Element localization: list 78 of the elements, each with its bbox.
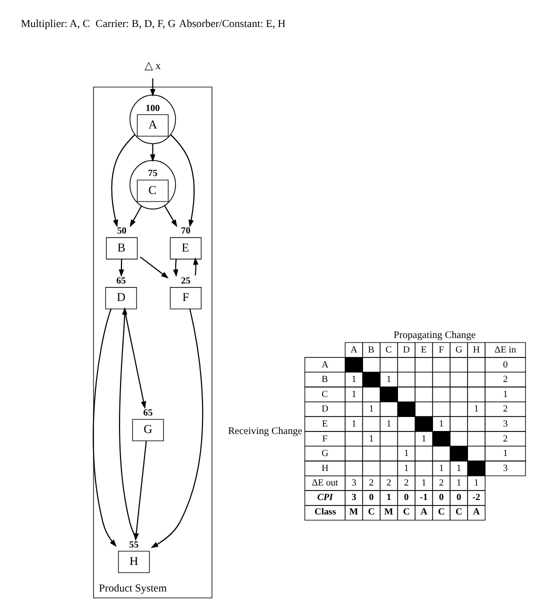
- label: 2: [502, 375, 508, 386]
- label: H: [473, 345, 480, 356]
- label: 0: [369, 492, 374, 503]
- label: Receiving Change: [228, 426, 302, 437]
- label: 1: [502, 449, 508, 460]
- label: 2: [369, 478, 374, 489]
- label: A: [420, 508, 428, 518]
- label: E: [322, 419, 328, 430]
- label: 2: [502, 404, 508, 415]
- label: 0: [502, 360, 508, 370]
- label: C: [403, 508, 410, 518]
- label: -2: [472, 492, 480, 503]
- label: ΔE in: [494, 345, 516, 356]
- label: -1: [420, 492, 428, 503]
- label: 1: [456, 478, 462, 489]
- label: 0: [404, 492, 409, 503]
- label: Class: [314, 508, 336, 518]
- label: C: [386, 345, 392, 356]
- label: 1: [422, 478, 426, 489]
- label: F: [438, 345, 444, 356]
- label: M: [349, 508, 358, 518]
- label: A: [350, 345, 358, 356]
- label: 1: [386, 492, 392, 503]
- node-label: 70: [181, 226, 190, 237]
- label: ΔE out: [312, 478, 338, 489]
- label: 3: [352, 492, 356, 503]
- label: B: [368, 345, 374, 356]
- label: Multiplier: A, C: [20, 18, 90, 30]
- label: Carrier: B, D, F, G: [96, 18, 176, 30]
- label: 1: [474, 404, 479, 415]
- label: 1: [386, 419, 392, 430]
- node-label: 25: [181, 276, 190, 286]
- label: Propagating Change: [394, 330, 476, 341]
- label: D: [322, 404, 328, 415]
- label: G: [322, 449, 328, 460]
- label: H: [322, 464, 328, 474]
- label: 2: [404, 478, 409, 489]
- label: E: [420, 345, 427, 356]
- label: 2: [502, 434, 508, 444]
- node-label: 65: [116, 276, 126, 286]
- label: C: [456, 508, 462, 518]
- node-label: 55: [129, 540, 139, 550]
- label: 1: [386, 375, 392, 386]
- label: A: [322, 360, 328, 370]
- label: 1: [352, 375, 356, 386]
- label: 0: [456, 492, 462, 503]
- label: 3: [502, 464, 508, 474]
- node-text: △ x: [144, 60, 161, 72]
- label: Absorber/Constant: E, H: [178, 18, 286, 30]
- label: 2: [386, 478, 392, 489]
- label: 1: [439, 464, 444, 474]
- label: D: [403, 345, 410, 356]
- label: 1: [369, 404, 374, 415]
- label: C: [368, 508, 375, 518]
- node-label: 50: [117, 226, 126, 237]
- label: 1: [474, 478, 479, 489]
- label: 2: [439, 478, 444, 489]
- label: 1: [369, 434, 374, 444]
- label: F: [322, 434, 328, 444]
- label: 1: [404, 449, 409, 460]
- label: C: [322, 390, 328, 400]
- label: 1: [502, 390, 508, 400]
- label: B: [322, 375, 328, 386]
- label: 1: [352, 390, 356, 400]
- label: C: [438, 508, 445, 518]
- label: 1: [422, 434, 426, 444]
- label: CPI: [317, 492, 333, 503]
- label: G: [456, 345, 462, 356]
- label: 3: [352, 478, 356, 489]
- label: 1: [352, 419, 356, 430]
- label: 3: [502, 419, 508, 430]
- label: 1: [404, 464, 409, 474]
- node-label: 65: [143, 408, 153, 418]
- label: M: [384, 508, 394, 518]
- label: A: [473, 508, 480, 518]
- label: 0: [439, 492, 444, 503]
- label: 1: [439, 419, 444, 430]
- label: 1: [456, 464, 462, 474]
